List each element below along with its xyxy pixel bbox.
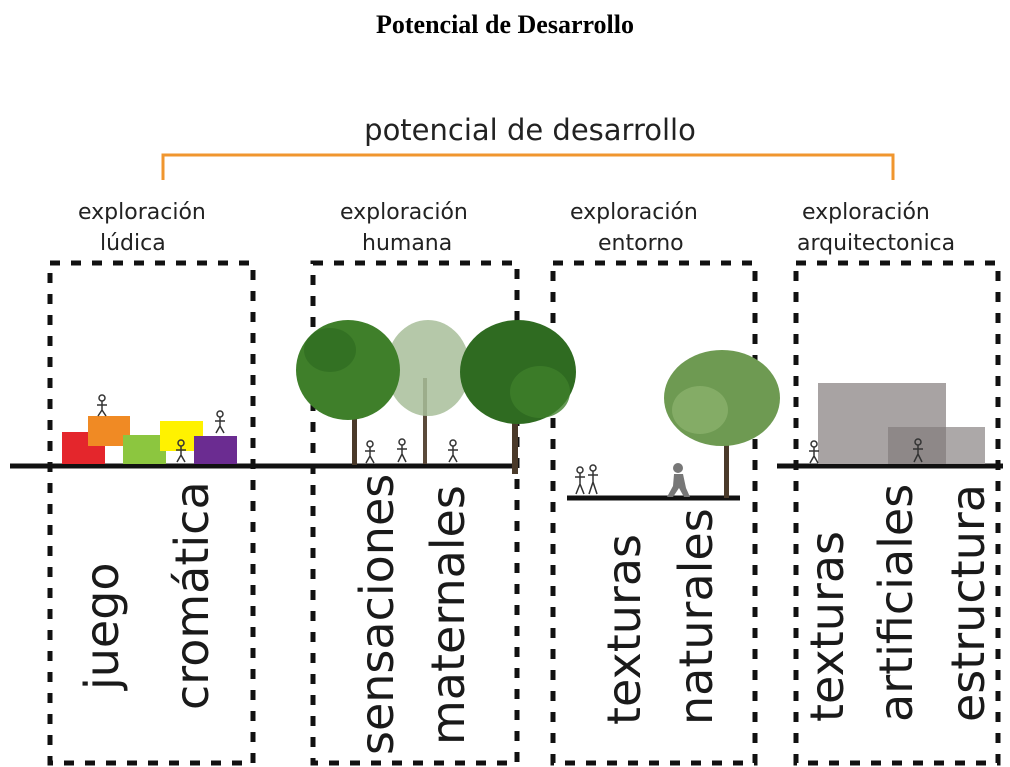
term-texturas-naturales: texturas	[597, 534, 651, 725]
walking-person-icon	[667, 463, 690, 497]
child-figure-icon	[448, 439, 458, 463]
child-figure-icon	[215, 410, 225, 434]
heading-humana-line1: exploración	[340, 200, 468, 225]
child-figure-icon	[913, 438, 923, 463]
page-title: Potencial de Desarrollo	[375, 10, 635, 39]
child-figure-icon	[809, 440, 819, 464]
term-texturas-artificiales: texturas	[800, 531, 854, 722]
bracket-label: potencial de desarrollo	[364, 113, 696, 147]
box-exploracion-arquitectonica	[793, 260, 1001, 766]
tree-icon	[460, 320, 576, 474]
term-naturales: naturales	[669, 508, 723, 725]
term-juego: juego	[75, 562, 129, 691]
box-exploracion-entorno	[550, 260, 758, 766]
heading-arquitectonica-line1: exploración	[802, 200, 930, 225]
tree-icon	[296, 320, 400, 465]
heading-entorno-line2: entorno	[598, 231, 684, 256]
tree-icon	[386, 320, 470, 464]
term-sensaciones: sensaciones	[350, 474, 404, 755]
term-estructura: estructura	[941, 484, 995, 722]
play-blocks	[62, 416, 237, 464]
box-exploracion-ludica	[47, 260, 256, 766]
term-maternales: maternales	[421, 485, 475, 745]
heading-entorno-line1: exploración	[570, 200, 698, 225]
tree-icon	[664, 350, 780, 498]
column-headings: exploración lúdica exploración humana ex…	[78, 200, 955, 256]
trees-humana	[296, 320, 576, 474]
term-cromatica: cromática	[165, 481, 219, 710]
tree-entorno	[664, 350, 780, 498]
heading-arquitectonica-line2: arquitectonica	[797, 231, 955, 256]
potential-bracket: potencial de desarrollo	[161, 113, 895, 180]
child-figure-icon	[97, 394, 107, 417]
heading-ludica-line1: exploración	[78, 200, 206, 225]
heading-ludica-line2: lúdica	[100, 231, 166, 256]
child-figure-icon	[575, 466, 585, 495]
box-exploracion-humana	[310, 260, 520, 766]
child-figure-icon	[397, 438, 407, 463]
vertical-terms: juego cromática sensaciones maternales t…	[75, 474, 995, 755]
people-figures	[97, 394, 923, 495]
child-figure-icon	[365, 440, 375, 464]
child-figure-icon	[588, 464, 598, 495]
bracket-line	[161, 153, 895, 180]
buildings	[818, 383, 985, 464]
child-figure-icon	[176, 439, 186, 463]
block-purple	[194, 436, 237, 464]
term-artificiales: artificiales	[869, 484, 923, 722]
heading-humana-line2: humana	[362, 231, 452, 256]
block-green	[123, 435, 166, 464]
